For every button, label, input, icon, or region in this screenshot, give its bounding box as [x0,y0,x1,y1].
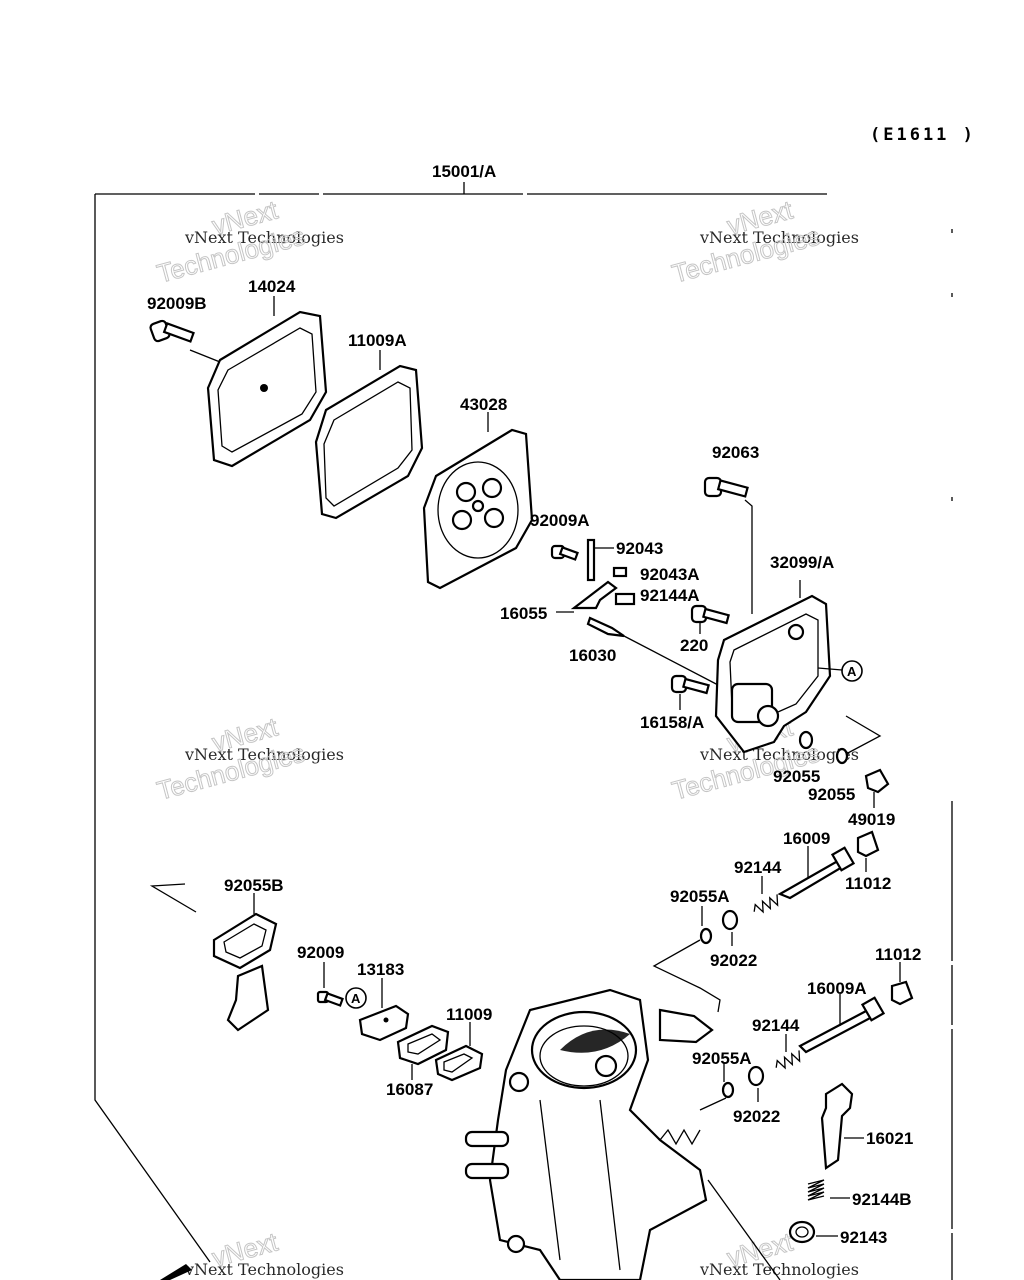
label-92055-a: 92055 [773,767,820,786]
ref-mark-a: A [817,660,863,682]
label-92043a: 92043A [640,565,700,584]
part-92055a-oring[interactable]: 92055A [692,1049,752,1111]
part-92143-cap[interactable]: 92143 [707,1179,887,1280]
label-92009a: 92009A [530,511,590,530]
part-92144-spring[interactable]: 92144 [752,1016,803,1071]
part-220-screw[interactable]: 220 [680,604,730,655]
part-92144b-spring[interactable]: 92144B [807,1179,912,1209]
part-14024-cover[interactable]: 14024 [206,277,328,468]
part-92055-oring[interactable]: 92055 [808,715,882,804]
svg-text:A: A [847,664,857,679]
watermark-text: vNext Technologies [699,1260,859,1279]
label-92055-b: 92055 [808,785,855,804]
part-32099a-pump-body[interactable]: 32099/A [714,553,834,754]
assembly-label: 15001/A [432,162,496,181]
part-16087-plate[interactable]: 16087 [386,1024,450,1099]
label-11012-a: 11012 [845,874,891,893]
part-92043-pin[interactable]: 92043 [586,538,663,582]
part-92009-screw[interactable]: 92009 [297,943,344,1007]
label-92144-b: 92144 [752,1016,800,1035]
assembly-bracket: 15001/A [94,162,953,1280]
label-11009: 11009 [446,1005,492,1024]
part-11009a-gasket[interactable]: 11009A [314,331,424,520]
part-92022-washer[interactable]: 92022 [733,1065,780,1126]
part-92055b-gasket[interactable]: 92055B [149,876,284,1032]
label-92144-a: 92144 [734,858,782,877]
diagram-code: (E1611 ) [870,125,976,145]
part-13183-plate[interactable]: 13183 [357,960,410,1042]
part-92055-oring[interactable]: 92055 [773,730,820,786]
part-11012-cap[interactable]: 11012 [875,945,921,1006]
part-92144-spring[interactable]: 92144 [734,858,782,915]
label-16021: 16021 [866,1129,913,1148]
carburetor-body[interactable] [464,988,714,1280]
part-92009a-screw[interactable]: 92009A [530,511,590,561]
part-16055-lever[interactable]: 16055 [500,580,618,623]
svg-text:A: A [351,991,361,1006]
part-49019-cap[interactable]: 49019 [848,768,895,829]
label-14024: 14024 [248,277,296,296]
label-49019: 49019 [848,810,895,829]
label-16158a: 16158/A [640,713,704,732]
label-32099a: 32099/A [770,553,834,572]
ref-mark-a: A [345,987,367,1009]
label-16087: 16087 [386,1080,433,1099]
label-92022-b: 92022 [733,1107,780,1126]
part-16158a-screw[interactable]: 16158/A [640,674,710,732]
label-11009a: 11009A [348,331,407,350]
label-16055: 16055 [500,604,547,623]
label-92009: 92009 [297,943,344,962]
label-13183: 13183 [357,960,404,979]
part-92009b-screw[interactable]: 92009B [147,294,221,363]
label-16009a: 16009A [807,979,867,998]
part-11009-gasket[interactable]: 11009 [434,1005,492,1082]
part-16009a-screw[interactable]: 16009A [798,979,886,1054]
label-16030: 16030 [569,646,616,665]
label-43028: 43028 [460,395,507,414]
clipped-part-edge [160,1264,192,1280]
part-16009-pilot-screw[interactable]: 16009 [777,829,856,900]
part-16021-adjuster[interactable]: 16021 [820,1082,913,1170]
part-92063-screw[interactable]: 92063 [703,443,759,614]
label-92022-a: 92022 [710,951,757,970]
label-220: 220 [680,636,708,655]
label-92144a: 92144A [640,586,700,605]
watermark-text: vNext Technologies [184,228,344,247]
label-92009b: 92009B [147,294,207,313]
label-92063: 92063 [712,443,759,462]
watermark-text: vNext Technologies [184,1260,344,1279]
watermark-text: vNext Technologies [184,745,344,764]
label-92143: 92143 [840,1228,887,1247]
label-92055a-b: 92055A [692,1049,752,1068]
label-11012-b: 11012 [875,945,921,964]
label-92055b: 92055B [224,876,284,895]
watermark-text: vNext Technologies [699,228,859,247]
part-43028-diaphragm[interactable]: 43028 [422,395,534,590]
label-92144b: 92144B [852,1190,912,1209]
part-92043a-screw[interactable]: 92043A [612,565,700,584]
watermark-text: vNext Technologies [699,745,859,764]
part-16030-needle[interactable]: 16030 [569,616,721,687]
label-92043: 92043 [616,539,663,558]
label-92055a-a: 92055A [670,887,730,906]
part-92022-washer[interactable]: 92022 [710,909,757,970]
part-92055a-oring[interactable]: 92055A [670,887,730,945]
label-16009: 16009 [783,829,830,848]
part-11012-cap[interactable]: 11012 [845,830,891,893]
part-92144a-spring[interactable]: 92144A [614,586,700,606]
